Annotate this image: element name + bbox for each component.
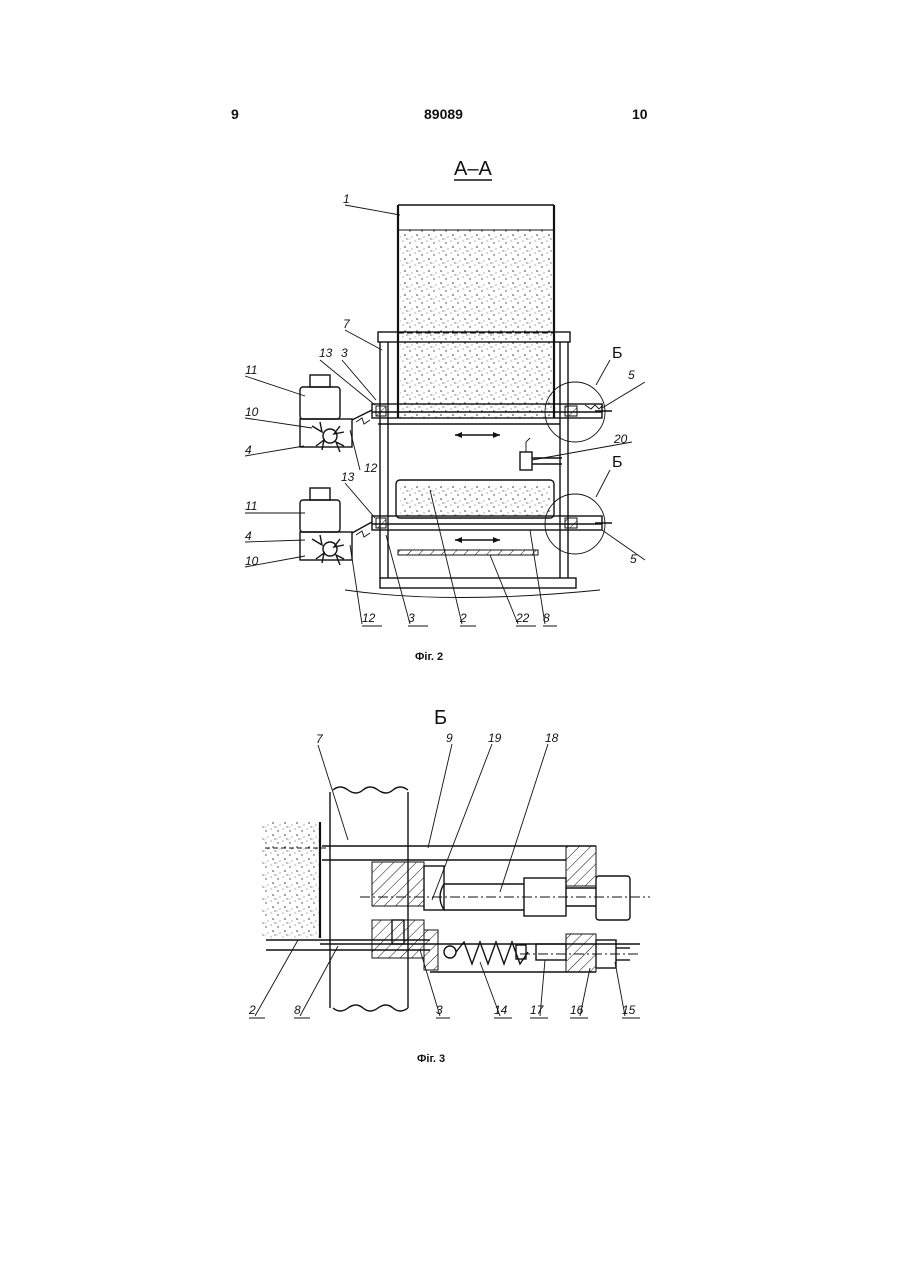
hopper <box>398 205 554 418</box>
label-3-upper: 3 <box>341 346 348 360</box>
label-16: 16 <box>570 1003 584 1017</box>
figure-2: А–А <box>245 158 645 626</box>
label-14: 14 <box>494 1003 508 1017</box>
container-wall <box>262 822 330 938</box>
label-10-upper: 10 <box>245 405 259 419</box>
label-20: 20 <box>613 432 628 446</box>
label-3: 3 <box>436 1003 443 1017</box>
label-8: 8 <box>543 611 550 625</box>
figure-3-caption: Фіг. 3 <box>417 1053 445 1065</box>
figure-2-caption: Фіг. 2 <box>415 651 443 663</box>
label-5-lower: 5 <box>630 552 637 566</box>
section-title: А–А <box>454 158 492 180</box>
slide-block <box>372 862 438 970</box>
label-4-lower: 4 <box>245 529 252 543</box>
figure-3: Б <box>248 707 650 1018</box>
label-17: 17 <box>530 1003 545 1017</box>
label-11-lower: 11 <box>245 499 257 513</box>
label-12-lower: 12 <box>362 611 376 625</box>
label-2: 2 <box>459 611 467 625</box>
label-7: 7 <box>316 732 324 746</box>
label-5-upper: 5 <box>628 368 635 382</box>
label-22: 22 <box>515 611 530 625</box>
motor-drive-lower <box>300 488 372 565</box>
label-3-lower: 3 <box>408 611 415 625</box>
housing <box>266 846 640 972</box>
motor-drive-upper <box>300 375 372 452</box>
label-13-lower: 13 <box>341 470 355 484</box>
vibrator <box>520 438 562 470</box>
spring <box>444 942 528 964</box>
label-15: 15 <box>622 1003 636 1017</box>
label-13-upper: 13 <box>319 346 333 360</box>
label-2: 2 <box>248 1003 256 1017</box>
label-19: 19 <box>488 731 502 745</box>
label-18: 18 <box>545 731 559 745</box>
detail-mark-top: Б <box>612 345 623 362</box>
detail-mark-bottom: Б <box>612 454 623 471</box>
label-10-lower: 10 <box>245 554 259 568</box>
detail-title: Б <box>434 707 447 729</box>
label-11-upper: 11 <box>245 363 257 377</box>
dosing-container <box>396 480 554 518</box>
label-9: 9 <box>446 731 453 745</box>
label-8: 8 <box>294 1003 301 1017</box>
label-7: 7 <box>343 317 351 331</box>
label-4-upper: 4 <box>245 443 252 457</box>
label-12-upper: 12 <box>364 461 378 475</box>
label-1: 1 <box>343 192 350 206</box>
